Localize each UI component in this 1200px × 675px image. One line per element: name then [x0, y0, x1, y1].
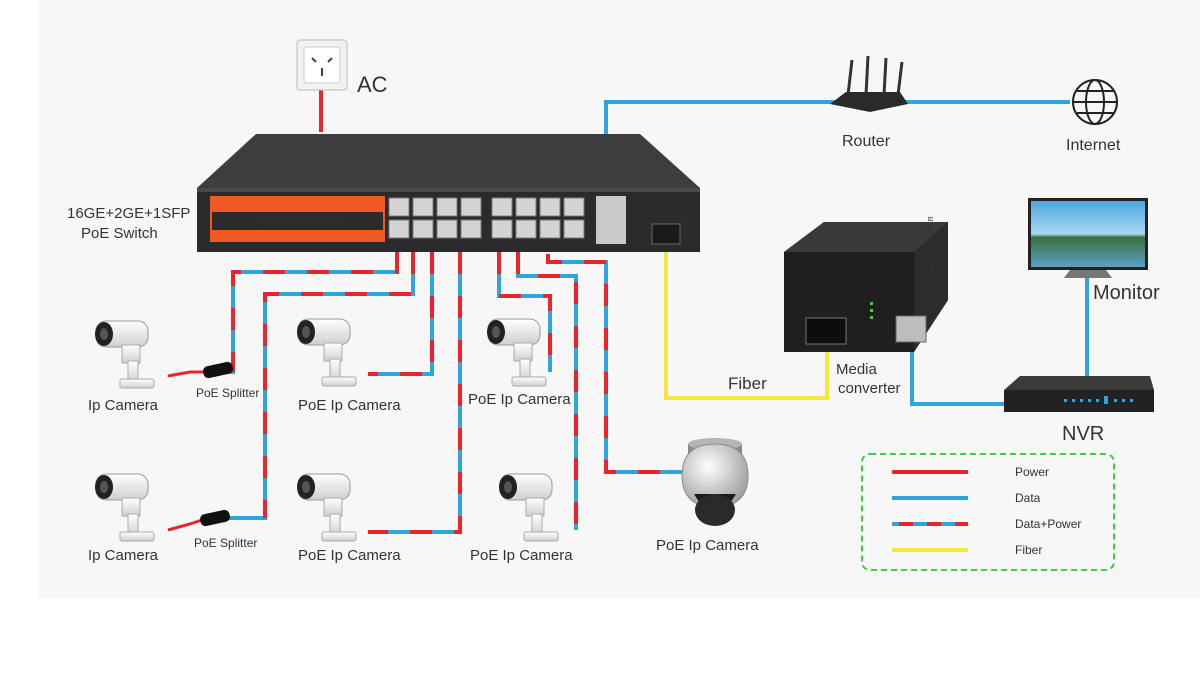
globe-icon — [1072, 79, 1118, 125]
switch-port — [388, 219, 410, 239]
ip-camera-2-icon — [94, 473, 155, 542]
ip-camera-2-label: Ip Camera — [88, 547, 159, 564]
switch-port — [436, 197, 458, 217]
media-converter-label-1: Media — [836, 361, 878, 378]
router-icon — [830, 55, 908, 112]
legend: Power Data Data+Power Fiber — [861, 453, 1115, 571]
camera-cables — [202, 252, 578, 534]
dome-camera-label: PoE Ip Camera — [656, 537, 759, 554]
switch-port — [412, 219, 434, 239]
media-converter — [784, 222, 948, 352]
switch-port — [539, 219, 561, 239]
media-converter-print: MEDIA CONVERTER — [928, 216, 935, 284]
router-label: Router — [842, 133, 891, 150]
dome-camera-icon — [681, 438, 749, 526]
poe-camera-4-icon — [498, 473, 559, 542]
legend-label-data-power: Data+Power — [1015, 517, 1081, 531]
switch-label-line2: PoE Switch — [81, 225, 158, 242]
poe-splitter-1-label: PoE Splitter — [196, 386, 259, 400]
switch-port — [412, 197, 434, 217]
switch-print-line1: 16GE PoE+2GE+1SFP Hybrid Ethernet — [254, 216, 343, 222]
poe-splitter-2-label: PoE Splitter — [194, 536, 257, 550]
ip-camera-1-icon — [94, 320, 155, 389]
legend-label-data: Data — [1015, 491, 1041, 505]
poe-switch — [197, 134, 700, 252]
fiber-label: Fiber — [728, 374, 767, 393]
poe-camera-2-icon — [486, 318, 547, 387]
nvr-data-cables — [910, 278, 1089, 406]
legend-label-power: Power — [1015, 465, 1049, 479]
switch-port — [539, 197, 561, 217]
ac-label: AC — [357, 72, 388, 97]
monitor-label: Monitor — [1093, 282, 1160, 304]
poe-camera-1-label: PoE Ip Camera — [298, 397, 401, 414]
switch-port — [491, 219, 513, 239]
monitor-icon — [1028, 198, 1148, 278]
switch-port — [563, 197, 585, 217]
ip-camera-1-label: Ip Camera — [88, 397, 159, 414]
switch-port — [491, 197, 513, 217]
poe-camera-4-label: PoE Ip Camera — [470, 547, 573, 564]
fiber-cable — [664, 248, 829, 400]
switch-label-line1: 16GE+2GE+1SFP — [67, 205, 190, 222]
legend-swatches — [892, 470, 968, 552]
switch-port — [515, 219, 537, 239]
nvr-label: NVR — [1062, 423, 1104, 445]
poe-camera-3-icon — [296, 473, 357, 542]
switch-port — [436, 219, 458, 239]
poe-splitter-2-icon — [167, 509, 230, 532]
poe-camera-2-label: PoE Ip Camera — [468, 391, 571, 408]
internet-label: Internet — [1066, 137, 1121, 154]
poe-camera-3-label: PoE Ip Camera — [298, 547, 401, 564]
poe-splitter-1-icon — [167, 361, 233, 379]
switch-port — [388, 197, 410, 217]
ac-socket-icon — [296, 39, 348, 91]
dome-camera-cable — [546, 254, 690, 474]
switch-port — [460, 219, 482, 239]
nvr-device — [1004, 376, 1154, 412]
switch-port — [563, 219, 585, 239]
switch-print-line2: Unmanaged PoE Switch (AF/AT) — [262, 223, 335, 229]
media-converter-label-2: converter — [838, 380, 901, 397]
poe-camera-1-icon — [296, 318, 357, 387]
switch-port — [515, 197, 537, 217]
legend-label-fiber: Fiber — [1015, 543, 1042, 557]
switch-port — [460, 197, 482, 217]
